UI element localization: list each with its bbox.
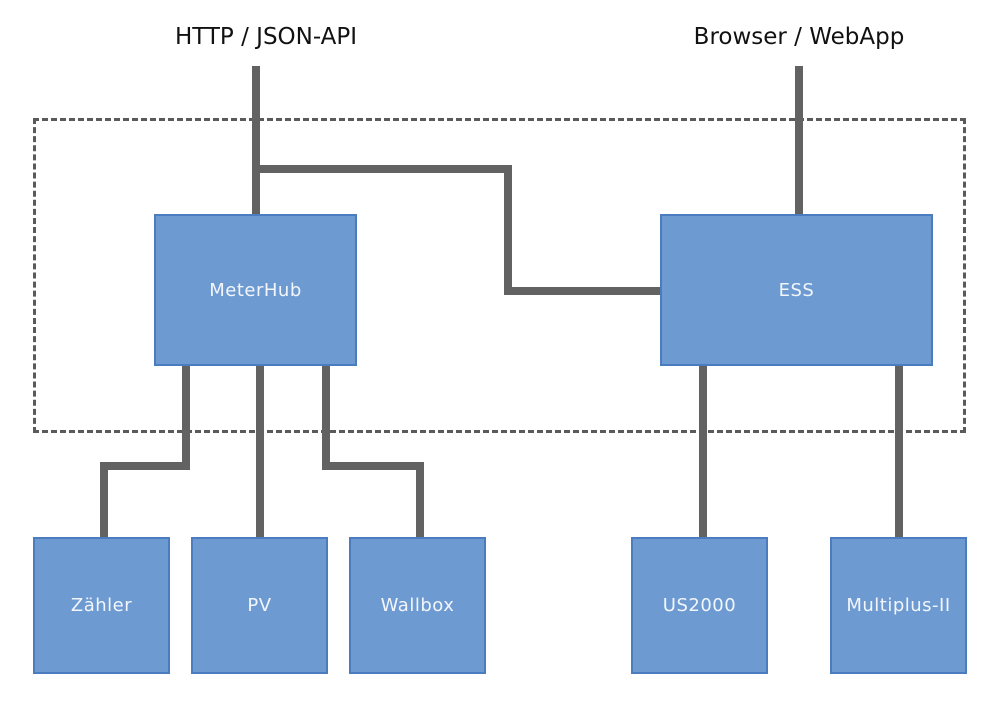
- label-browser-webapp: Browser / WebApp: [693, 24, 905, 50]
- node-multiplus-label: Multiplus-II: [846, 595, 951, 616]
- node-us2000: US2000: [631, 537, 768, 674]
- edge-meterhub-to-ess-segment: [504, 165, 512, 295]
- edge-api-to-meterhub-segment: [252, 66, 260, 215]
- node-us2000-label: US2000: [662, 595, 737, 616]
- node-wallbox-label: Wallbox: [380, 595, 455, 616]
- node-multiplus: Multiplus-II: [830, 537, 967, 674]
- node-ess-label: ESS: [778, 279, 815, 301]
- edge-meterhub-to-pv-segment: [256, 366, 264, 538]
- node-meterhub-label: MeterHub: [209, 279, 302, 301]
- edge-meterhub-to-zaehler-segment: [182, 366, 190, 470]
- edge-meterhub-to-ess-segment: [252, 165, 512, 173]
- edge-meterhub-to-zaehler-segment: [100, 462, 190, 470]
- node-zaehler: Zähler: [33, 537, 170, 674]
- edge-webapp-to-ess-segment: [795, 66, 803, 215]
- edge-ess-to-multiplus-segment: [895, 366, 903, 538]
- node-zaehler-label: Zähler: [70, 595, 133, 616]
- edge-meterhub-to-wallbox-segment: [322, 366, 330, 470]
- node-ess: ESS: [660, 214, 933, 366]
- label-http-json-api: HTTP / JSON-API: [174, 24, 358, 50]
- edge-meterhub-to-zaehler-segment: [100, 462, 108, 538]
- system-boundary-dashed-box: [33, 118, 966, 433]
- node-pv: PV: [191, 537, 328, 674]
- node-pv-label: PV: [247, 595, 272, 616]
- edge-meterhub-to-ess-segment: [504, 287, 662, 295]
- node-wallbox: Wallbox: [349, 537, 486, 674]
- edge-meterhub-to-wallbox-segment: [416, 462, 424, 538]
- node-meterhub: MeterHub: [154, 214, 357, 366]
- edge-meterhub-to-wallbox-segment: [322, 462, 424, 470]
- edge-ess-to-us2000-segment: [699, 366, 707, 538]
